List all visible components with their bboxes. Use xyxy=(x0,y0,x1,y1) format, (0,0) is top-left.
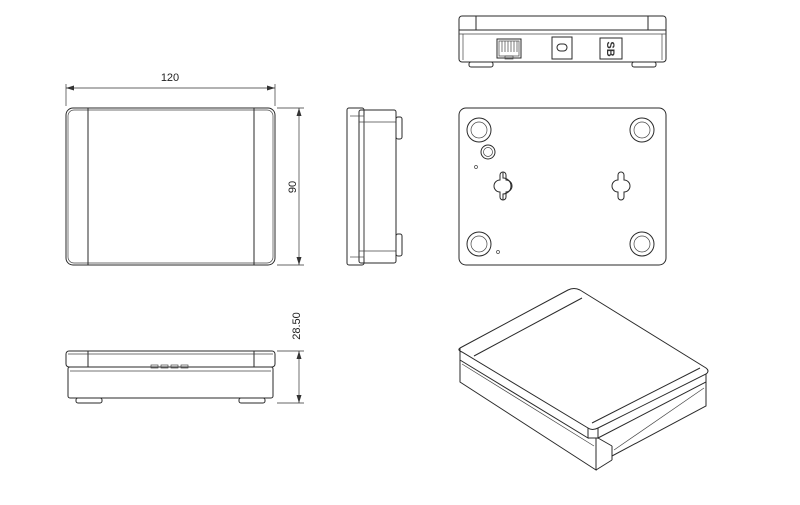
iso-body-left xyxy=(459,360,597,471)
iso-lid-top xyxy=(458,288,709,430)
width-label: 120 xyxy=(161,72,179,84)
isometric-view xyxy=(458,288,709,471)
rear-view: SB xyxy=(458,15,667,68)
keyhole-mount-left-icon xyxy=(502,172,512,200)
keyhole-mount-right-icon xyxy=(611,171,631,201)
bottom-foot-top-right xyxy=(629,117,655,143)
bottom-foot-bottom-left xyxy=(466,231,492,257)
front-view-foot-right xyxy=(238,397,266,404)
front-view-lid xyxy=(65,350,276,368)
side-view xyxy=(346,107,403,266)
rear-slot-icon xyxy=(551,36,573,60)
bottom-foot-top-left xyxy=(466,117,492,143)
rear-view-foot-left xyxy=(468,61,494,68)
rear-view-outline xyxy=(458,15,667,63)
front-view xyxy=(65,350,276,404)
logo-text: SB xyxy=(604,41,616,56)
rear-view-foot-right xyxy=(631,61,657,68)
small-hole-icon xyxy=(474,165,478,169)
rj-jack-icon xyxy=(496,38,522,60)
top-view xyxy=(65,107,276,266)
screw-hole-icon xyxy=(480,144,496,160)
depth-dimension: 28.50 xyxy=(277,312,304,404)
top-view-outline xyxy=(65,107,276,266)
keyhole-mount-left-outline xyxy=(493,171,513,201)
front-view-foot-left xyxy=(75,397,103,404)
bottom-foot-bottom-right xyxy=(629,231,655,257)
small-hole-icon xyxy=(496,250,500,254)
side-view-foot-top xyxy=(395,116,403,140)
bottom-view xyxy=(458,107,667,266)
height-label: 90 xyxy=(287,181,299,193)
side-view-lid xyxy=(346,107,365,266)
bottom-view-outline xyxy=(458,107,667,266)
height-dimension: 90 xyxy=(277,107,304,266)
vent-slots xyxy=(150,364,189,369)
side-view-foot-bottom xyxy=(395,233,403,257)
depth-label: 28.50 xyxy=(291,312,303,340)
iso-lid-left-side xyxy=(459,348,589,439)
logo-icon: SB xyxy=(599,37,623,60)
top-view-inner-edge xyxy=(67,109,274,264)
iso-lid-right-side xyxy=(597,374,707,439)
side-view-body xyxy=(358,109,397,264)
front-view-body xyxy=(67,366,274,399)
width-dimension: 120 xyxy=(65,72,276,106)
